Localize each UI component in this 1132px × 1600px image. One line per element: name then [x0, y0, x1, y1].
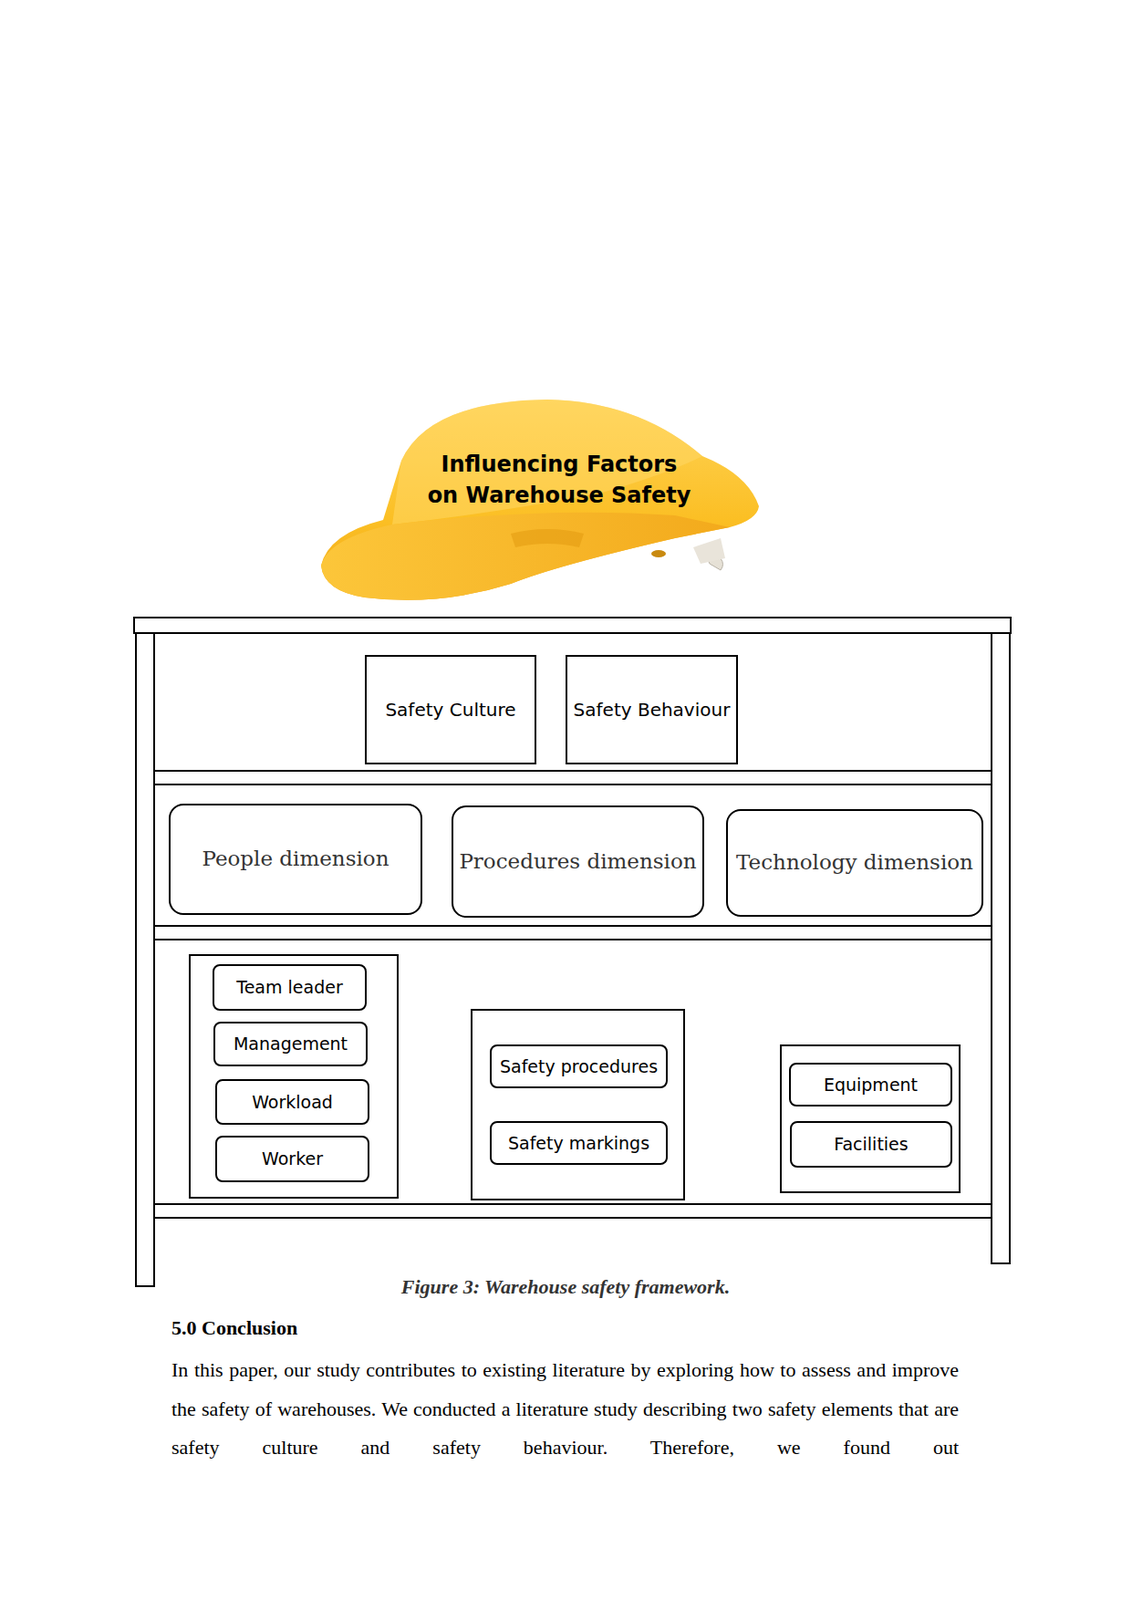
- group-frame: [189, 955, 960, 1200]
- box-label: People dimension: [201, 847, 389, 871]
- factor-box: Workload: [215, 1079, 370, 1125]
- box-label: Workload: [251, 1091, 333, 1113]
- factor-box: Equipment: [789, 1062, 953, 1107]
- dimension-box: Procedures dimension: [451, 805, 705, 918]
- dimension-box: Technology dimension: [726, 809, 984, 917]
- culture-box: Safety Culture: [364, 654, 537, 765]
- dimension-box: People dimension: [168, 803, 423, 915]
- box-label: Technology dimension: [736, 851, 974, 874]
- box-label: Safety Culture: [384, 698, 516, 721]
- behaviour-box: Safety Behaviour: [565, 654, 738, 765]
- factor-box: Safety procedures: [489, 1044, 668, 1089]
- box-label: Facilities: [833, 1133, 908, 1155]
- box-label: Worker: [261, 1148, 323, 1170]
- factor-box: Team leader: [212, 964, 367, 1011]
- diagram-title: Influencing Factors on Warehouse Safety: [422, 449, 696, 511]
- body-paragraph: In this paper, our study contributes to …: [171, 1350, 959, 1468]
- shelf-frame: [134, 617, 1011, 1287]
- factor-box: Safety markings: [489, 1121, 668, 1165]
- box-label: Management: [233, 1033, 348, 1055]
- hard-hat: [321, 399, 759, 601]
- factor-box: Facilities: [789, 1121, 953, 1168]
- box-label: Safety Behaviour: [573, 698, 731, 721]
- figure-caption: Figure 3: Warehouse safety framework.: [273, 1275, 858, 1299]
- box-label: Safety markings: [508, 1132, 650, 1154]
- section-heading: 5.0 Conclusion: [171, 1316, 298, 1340]
- box-label: Safety procedures: [499, 1056, 658, 1078]
- box-label: Team leader: [236, 976, 343, 998]
- factor-box: Worker: [215, 1135, 370, 1183]
- box-label: Equipment: [823, 1074, 918, 1096]
- box-label: Procedures dimension: [458, 850, 696, 873]
- factor-box: Management: [213, 1021, 368, 1067]
